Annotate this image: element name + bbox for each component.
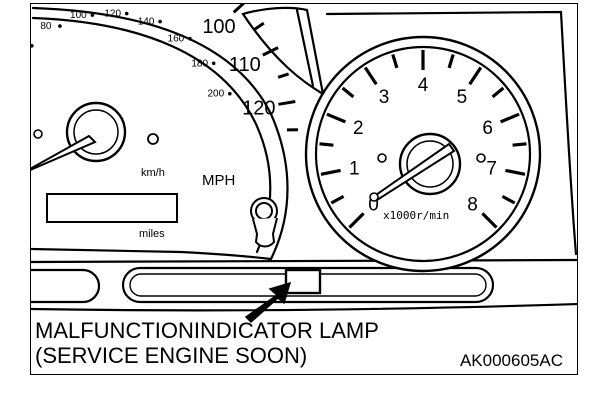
speedometer-mph-numeral: 120: [242, 98, 275, 120]
needle-stop-pin: [369, 192, 379, 202]
kmh-marker-dot: [58, 24, 62, 28]
tachometer-major-tick: [348, 212, 365, 229]
speedometer-kmh-numeral: 180: [191, 58, 208, 69]
speedometer-kmh-numeral: 160: [168, 34, 185, 45]
tachometer-minor-tick: [330, 194, 345, 205]
cluster-lower-edge: [31, 247, 273, 261]
tachometer-numeral: 8: [467, 195, 478, 216]
speedometer-gauge: 5060708090100110120 60801001201401601802…: [31, 4, 299, 240]
speedometer-mph-numeral: 90: [172, 4, 194, 9]
kmh-marker-dot: [228, 91, 232, 96]
tachometer-major-tick: [481, 212, 498, 229]
odometer-unit-label: miles: [139, 228, 165, 240]
speedometer-needle: [31, 134, 97, 171]
caption-line-1: MALFUNCTIONINDICATOR LAMP: [35, 318, 379, 343]
tachometer-hub-ring: [406, 140, 454, 188]
speedometer-minor-tick: [253, 21, 265, 31]
figure-code: AK000605AC: [459, 351, 563, 370]
tachometer-minor-tick: [391, 54, 399, 69]
tachometer-minor-tick: [341, 86, 355, 99]
figure-frame: 5060708090100110120 60801001201401601802…: [30, 3, 578, 375]
indicator-strip: [121, 266, 495, 304]
tachometer-major-tick: [468, 66, 483, 86]
mph-unit-label: MPH: [202, 172, 235, 189]
tachometer-minor-tick: [319, 142, 334, 147]
kmh-marker-dot: [158, 19, 162, 24]
tachometer-numeral: 6: [482, 118, 493, 139]
tachometer-numeral: 3: [379, 87, 390, 108]
kmh-marker-dot: [188, 36, 192, 41]
tachometer-minor-tick: [447, 54, 455, 69]
pointer-arrow: [244, 281, 292, 324]
speedometer-mph-numeral: 110: [229, 54, 261, 76]
tachometer-dot-right: [476, 153, 486, 163]
instrument-cluster-drawing: 5060708090100110120 60801001201401601802…: [31, 4, 577, 324]
tachometer-minor-tick: [501, 194, 516, 205]
caption-line-2: (SERVICE ENGINE SOON): [35, 343, 308, 368]
tachometer-major-tick: [363, 66, 378, 86]
tachometer-minor-tick: [491, 86, 505, 99]
tachometer-numeral: 4: [418, 75, 429, 96]
hood-divider: [295, 8, 315, 88]
cluster-right-shell: [325, 10, 577, 256]
left-pod: [31, 268, 101, 304]
speedometer-kmh-numeral: 80: [40, 21, 52, 32]
speedometer-major-tick: [278, 100, 296, 106]
indicator-dot: [33, 129, 43, 139]
tachometer-numeral: 0: [368, 195, 379, 216]
lower-band-top: [31, 258, 577, 264]
speedometer-kmh-numeral: 120: [104, 9, 121, 20]
kmh-unit-label: km/h: [141, 167, 165, 179]
tachometer-unit-label: x1000r/min: [383, 209, 449, 222]
tachometer-major-tick: [499, 112, 520, 124]
tachometer-numeral: 7: [486, 159, 497, 180]
speedometer-major-tick: [232, 4, 246, 14]
speedometer-kmh-numeral: 140: [138, 17, 155, 28]
kmh-marker-dot: [31, 44, 34, 48]
speedometer-hub: [65, 101, 127, 163]
lower-band-bottom: [31, 302, 577, 312]
trip-reset-knob-small: [147, 133, 159, 145]
speedometer-minor-tick: [277, 72, 290, 79]
tachometer-minor-tick: [512, 142, 527, 147]
speedometer-kmh-numeral: 200: [207, 89, 224, 100]
tachometer-major-tick: [326, 112, 347, 124]
malfunction-indicator-lamp: [284, 268, 322, 295]
speedometer-bezel: [31, 6, 289, 261]
tachometer-major-tick: [320, 168, 341, 176]
tachometer-numeral: 1: [349, 159, 360, 180]
tachometer-dot-left: [377, 153, 387, 163]
speedometer-mph-numeral: 100: [202, 16, 235, 38]
kmh-marker-dot: [211, 61, 216, 66]
tachometer-numeral: 2: [353, 118, 364, 139]
speedometer-major-tick: [262, 46, 279, 57]
kmh-marker-dot: [124, 11, 129, 16]
speedometer-hub-ring: [73, 109, 119, 155]
kmh-marker-dot: [90, 13, 95, 17]
odometer-display: [46, 193, 178, 223]
tachometer-major-tick: [505, 168, 526, 176]
tachometer-numeral: 5: [457, 87, 468, 108]
speedometer-kmh-numeral: 100: [70, 10, 87, 21]
trip-odometer-knob: [250, 197, 278, 248]
tachometer-gauge: 01 23 4 56 78 x1000r/min: [304, 35, 542, 273]
